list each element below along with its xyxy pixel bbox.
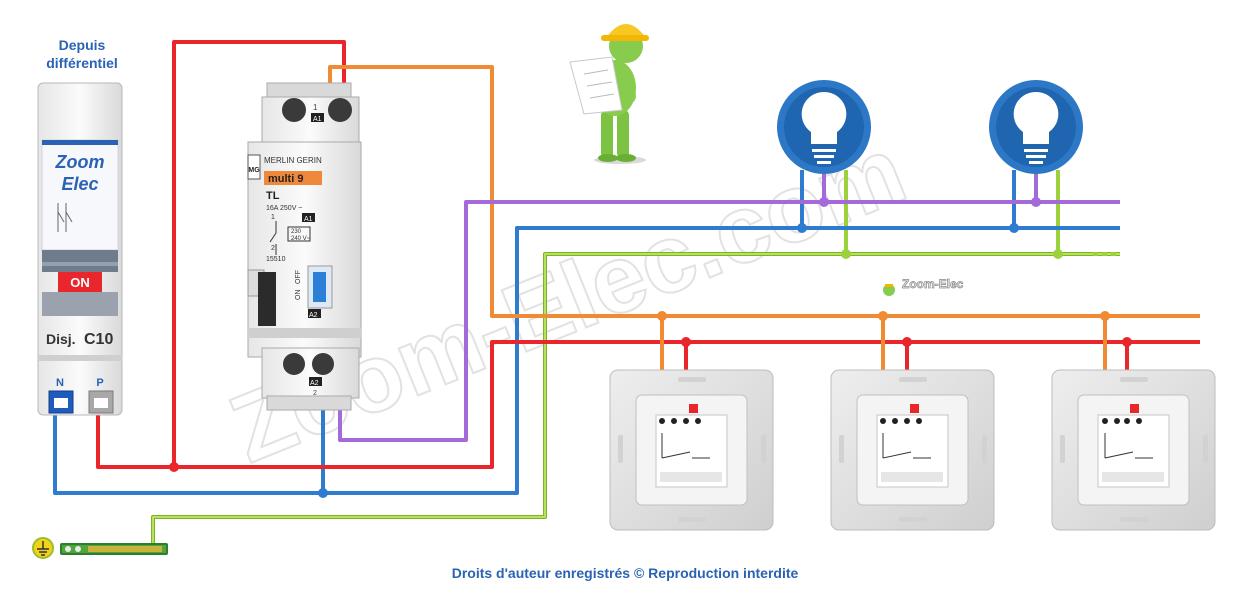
- pushbutton-icon[interactable]: [1051, 369, 1216, 531]
- relay-manual-lever[interactable]: [258, 272, 276, 326]
- lamp-icon: [777, 80, 871, 174]
- relay-switch-off: OFF: [295, 270, 302, 284]
- copyright-notice: Droits d'auteur enregistrés © Reproducti…: [451, 565, 799, 581]
- zoom-elec-logo: Zoom-Elec: [883, 277, 964, 296]
- relay-on-off-switch[interactable]: [313, 272, 326, 302]
- breaker-symbol-icon: [57, 203, 73, 232]
- terminal-n-label: N: [56, 377, 64, 389]
- breaker-model: C10: [84, 331, 113, 348]
- relay-rating: 16A 250V ~: [266, 205, 302, 212]
- relay-term-top-a1: A1: [313, 116, 322, 123]
- breaker-brand-line1: Zoom: [55, 152, 105, 172]
- source-label-line2: différentiel: [46, 55, 118, 71]
- electrician-figure: [569, 24, 649, 164]
- relay-logo: MG: [248, 167, 260, 174]
- relay-term-a1: A1: [304, 216, 313, 223]
- wire-continuation: [1093, 200, 1200, 344]
- earth-bar: [60, 543, 168, 555]
- relay-ref: 15510: [266, 256, 286, 263]
- relay-brand: MERLIN GERIN: [264, 156, 322, 165]
- relay-term-a2: A2: [309, 312, 318, 319]
- relay-term-bottom-a2: A2: [310, 380, 319, 387]
- pushbutton-icon[interactable]: [830, 369, 995, 531]
- zoom-elec-logo-text: Zoom-Elec: [902, 277, 964, 291]
- junction-dots: [169, 197, 1132, 498]
- source-label-line1: Depuis: [58, 37, 106, 53]
- earth-icon: [32, 537, 54, 559]
- relay-contact-1: 1: [271, 214, 275, 221]
- relay-contact-2: 2: [271, 245, 275, 252]
- relay-type: TL: [266, 190, 280, 202]
- relay-switch-on: ON: [295, 290, 302, 301]
- terminal-p-label: P: [96, 377, 103, 389]
- relay-series: multi 9: [268, 173, 303, 185]
- source-label: Depuis différentiel: [30, 36, 134, 72]
- relay-term-top-1: 1: [313, 103, 318, 112]
- earth-wire: [151, 170, 1120, 546]
- lamp-return-wire: [338, 170, 1120, 442]
- relay-term-bottom-2: 2: [313, 390, 317, 397]
- neutral-wire: [53, 170, 1120, 495]
- breaker-state-label: ON: [70, 275, 90, 290]
- relay-contact-symbol-icon: [269, 221, 311, 255]
- breaker-brand-line2: Elec: [61, 174, 98, 194]
- relay-coil-voltage-1: 230: [291, 229, 302, 235]
- circuit-breaker: Zoom Elec ON Disj. C10 N P: [37, 82, 123, 416]
- pushbutton-icon[interactable]: [609, 369, 774, 531]
- remote-switch-relay: 1 A1 MG MERLIN GERIN multi 9 TL 16A 250V…: [247, 82, 362, 411]
- lamp-icon: [989, 80, 1083, 174]
- relay-coil-voltage-2: 240 V~: [291, 236, 311, 242]
- breaker-toggle[interactable]: [58, 272, 102, 292]
- breaker-model-prefix: Disj.: [46, 331, 76, 347]
